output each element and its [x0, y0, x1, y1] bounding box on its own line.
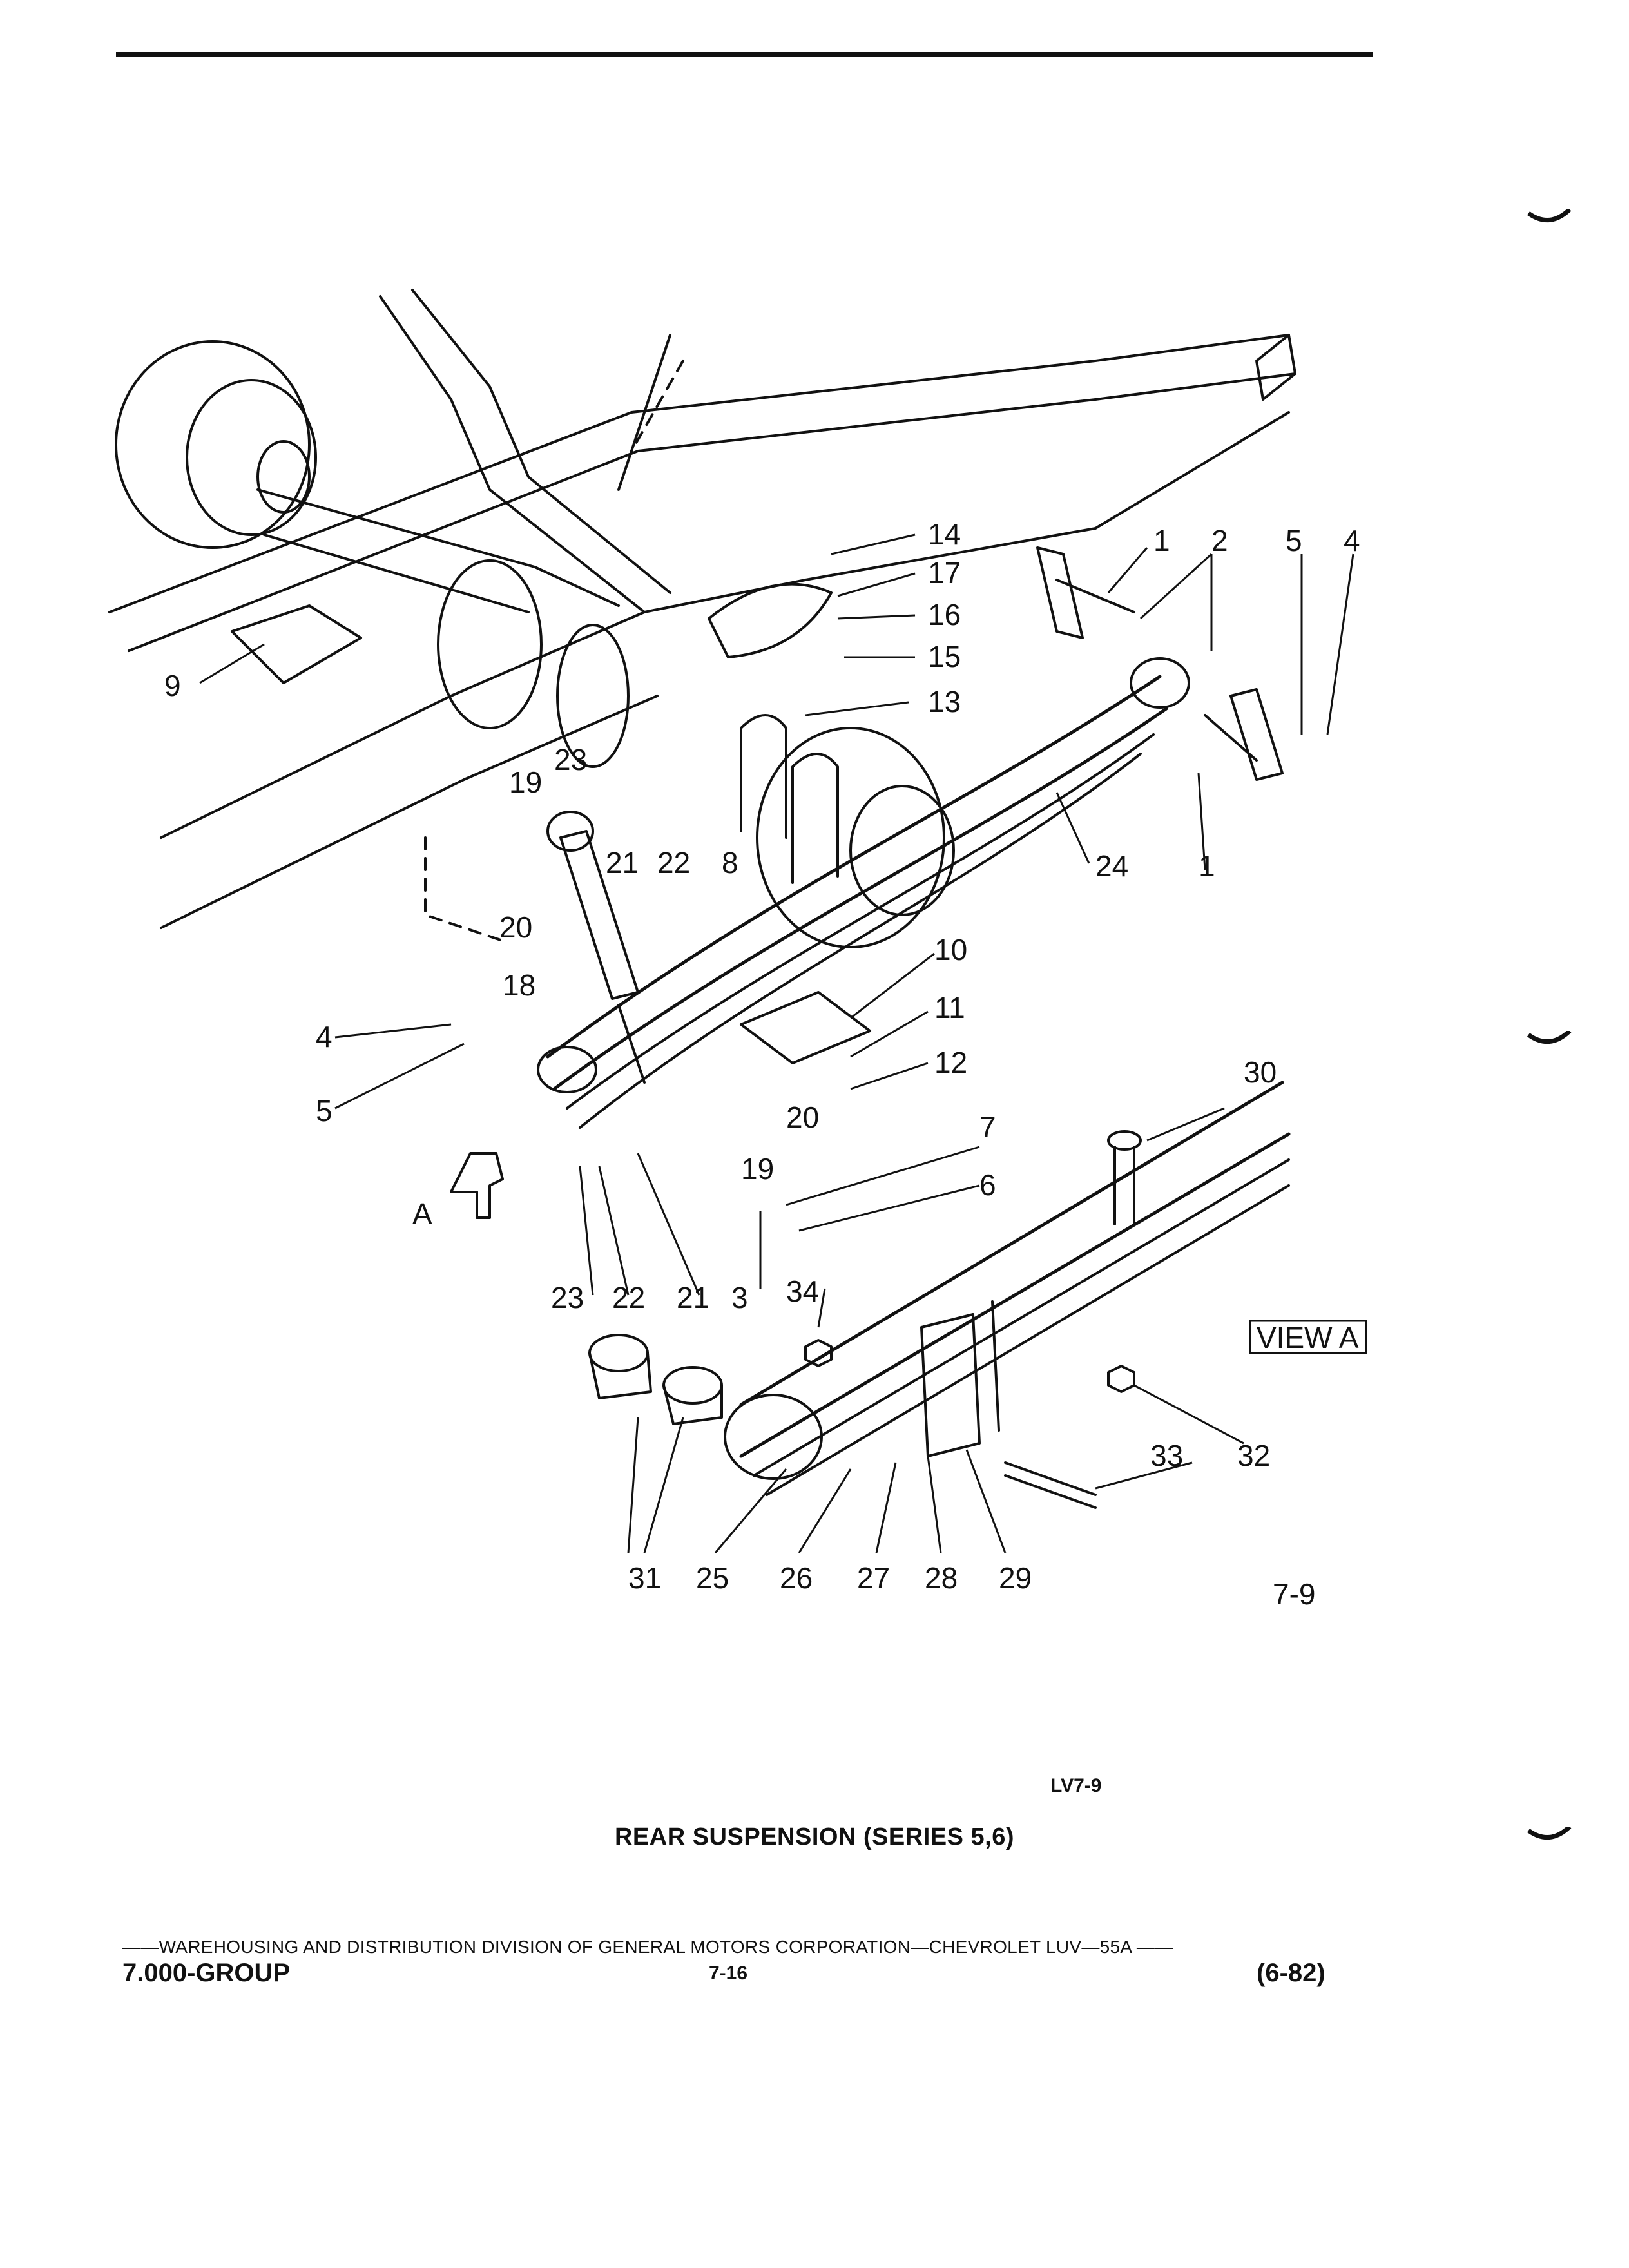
binder-mark-middle: [1527, 1031, 1572, 1044]
frame-rail-upper-edge: [108, 334, 1290, 613]
callout-2: 2: [1211, 524, 1228, 557]
callout-23: 23: [551, 1281, 584, 1314]
binder-mark-bottom: [1527, 1827, 1572, 1840]
callout-10: 10: [934, 933, 967, 966]
figure-caption: REAR SUSPENSION (SERIES 5,6): [614, 1823, 1015, 1850]
publisher-line: ——WAREHOUSING AND DISTRIBUTION DIVISION …: [122, 1937, 1173, 1957]
callout-1-top: 1: [1153, 524, 1170, 557]
view-a-arrow: [450, 1152, 504, 1219]
frame-rail-lower-edge: [128, 372, 1296, 652]
top-rule: [116, 52, 1373, 57]
callout-29: 29: [999, 1561, 1032, 1595]
callout-21: 21: [677, 1281, 709, 1314]
callout-27: 27: [857, 1561, 890, 1595]
callout-13: 13: [928, 685, 961, 718]
leaf-spring-upper: [546, 675, 1162, 1059]
callout-30: 30: [1244, 1055, 1277, 1089]
binder-mark-top: [1527, 209, 1572, 223]
group-number: 7.000-GROUP: [122, 1959, 291, 1987]
callout-3: 3: [731, 1281, 748, 1314]
callout-4-top: 4: [1344, 524, 1360, 557]
callout-1-side: 1: [1199, 849, 1215, 883]
figure-code: LV7-9: [1050, 1775, 1102, 1796]
view-a-clamp: [920, 1313, 981, 1457]
front-spring-eye: [537, 1046, 597, 1093]
callout-19-top: 19: [509, 765, 542, 799]
callout-11: 11: [934, 991, 965, 1024]
callout-6: 6: [979, 1168, 996, 1202]
callout-5-top: 5: [1286, 524, 1302, 557]
callout-14: 14: [928, 517, 961, 551]
callout-26: 26: [780, 1561, 813, 1595]
figure-ref: 7-9: [1273, 1577, 1315, 1611]
callout-33: 33: [1150, 1439, 1183, 1472]
callout-32: 32: [1237, 1439, 1270, 1472]
callout-16: 16: [928, 598, 961, 631]
callout-20: 20: [786, 1100, 819, 1134]
view-a-spring-upper: [739, 1081, 1284, 1407]
callout-24: 24: [1095, 849, 1128, 883]
revision-date: (6-82): [1257, 1959, 1325, 1987]
rear-spring-eye: [1130, 657, 1190, 709]
callout-21-top: 21: [606, 846, 639, 879]
callout-34: 34: [786, 1274, 819, 1308]
spring-plate-upper: [231, 604, 362, 684]
callout-20-top: 20: [499, 910, 532, 944]
callout-12: 12: [934, 1046, 967, 1079]
callout-15: 15: [928, 640, 961, 673]
spring-plate-lower: [740, 991, 871, 1064]
callout-17: 17: [928, 556, 961, 590]
callout-18: 18: [503, 968, 535, 1002]
view-a-spring-eye: [724, 1394, 823, 1480]
page-number: 7-16: [709, 1963, 748, 1984]
callout-8: 8: [722, 846, 738, 879]
shock-absorber-body: [559, 830, 639, 1000]
view-a-box: [1249, 1320, 1367, 1354]
callout-19: 19: [741, 1152, 774, 1186]
callout-31: 31: [628, 1561, 661, 1595]
callout-7: 7: [979, 1110, 996, 1144]
callout-22-top: 22: [657, 846, 690, 879]
callout-22: 22: [612, 1281, 645, 1314]
callout-4: 4: [316, 1020, 333, 1053]
view-a-label: VIEW A: [1257, 1321, 1359, 1354]
view-arrow-label: A: [412, 1197, 432, 1231]
callout-23-top: 23: [554, 743, 587, 776]
callout-25: 25: [696, 1561, 729, 1595]
callout-9: 9: [164, 669, 181, 702]
leaf-spring-lower: [552, 707, 1168, 1091]
callout-28: 28: [925, 1561, 958, 1595]
callout-5: 5: [316, 1094, 333, 1128]
